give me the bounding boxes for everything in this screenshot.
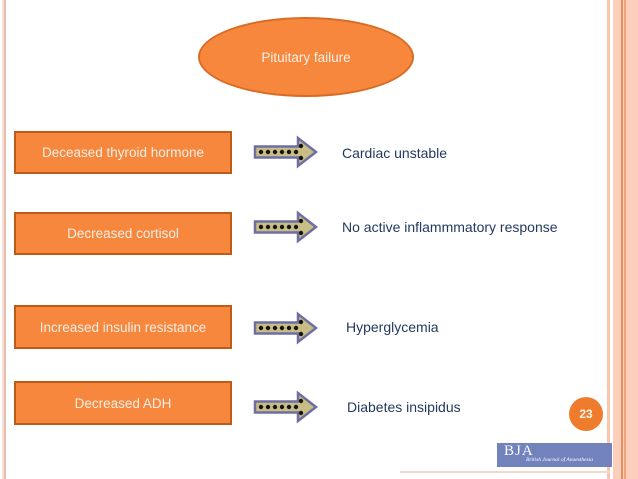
slide-title: Pituitary failure <box>261 49 351 65</box>
effect-label: No active inflammmatory response <box>342 219 558 235</box>
dotted-arrow-icon <box>253 311 319 345</box>
effect-label: Cardiac unstable <box>342 145 448 161</box>
right-border-stripe-thin <box>607 0 610 479</box>
page-number: 23 <box>579 407 593 421</box>
right-border-line-light <box>624 0 626 479</box>
bja-journal-logo: BJA British Journal of Anaesthesia <box>497 443 612 467</box>
dotted-arrow-icon <box>253 390 319 424</box>
dotted-arrow-icon <box>253 210 319 244</box>
cause-label: Decreased cortisol <box>67 226 179 241</box>
cause-box-adh: Decreased ADH <box>14 381 232 425</box>
pituitary-failure-ellipse: Pituitary failure <box>198 17 414 97</box>
dotted-arrow-icon <box>253 135 319 169</box>
left-border-stripe-inner <box>4 0 6 479</box>
cause-label: Deceased thyroid hormone <box>41 145 205 160</box>
logo-abbr: BJA <box>504 443 534 459</box>
effect-label: Diabetes insipidus <box>347 399 461 415</box>
bottom-divider <box>400 471 610 473</box>
cause-box-insulin: Increased insulin resistance <box>14 305 232 349</box>
page-number-badge: 23 <box>569 397 603 431</box>
effect-label: Hyperglycemia <box>346 319 439 335</box>
cause-box-cortisol: Decreased cortisol <box>14 212 232 255</box>
cause-label: Increased insulin resistance <box>39 319 207 335</box>
cause-box-thyroid: Deceased thyroid hormone <box>14 131 232 174</box>
right-border-line <box>621 0 623 479</box>
left-border-stripe <box>2 0 4 479</box>
logo-caption: British Journal of Anaesthesia <box>526 457 593 463</box>
cause-label: Decreased ADH <box>74 395 172 411</box>
